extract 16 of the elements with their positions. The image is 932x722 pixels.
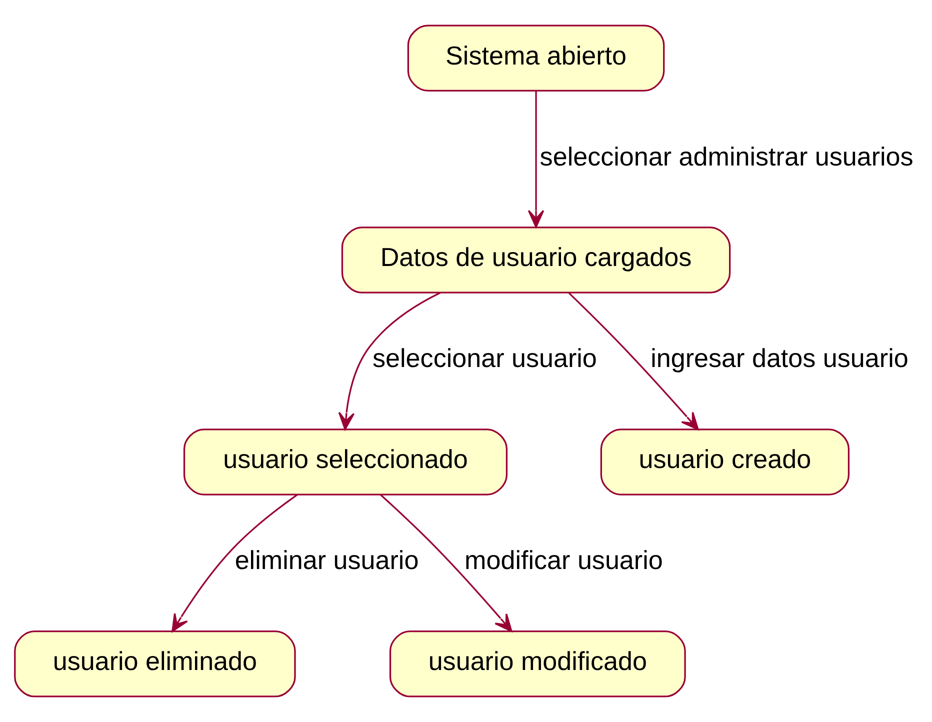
node-box: usuario creado (600, 428, 850, 496)
arrow (528, 90, 544, 228)
node-box: Sistema abierto (407, 24, 665, 92)
node-box: usuario seleccionado (183, 428, 508, 496)
edge-label: seleccionar administrar usuarios (540, 141, 914, 172)
node-box: usuario modificado (389, 630, 686, 698)
edge-label: modificar usuario (464, 545, 663, 576)
edge-label: seleccionar usuario (372, 343, 597, 374)
arrow (380, 494, 512, 632)
node-box: usuario eliminado (14, 630, 296, 698)
arrow (568, 292, 699, 430)
arrow (172, 494, 298, 632)
node-box: Datos de usuario cargados (341, 226, 731, 294)
edge-label: ingresar datos usuario (650, 343, 908, 374)
edge-label: eliminar usuario (234, 545, 419, 576)
arrow (338, 292, 441, 430)
